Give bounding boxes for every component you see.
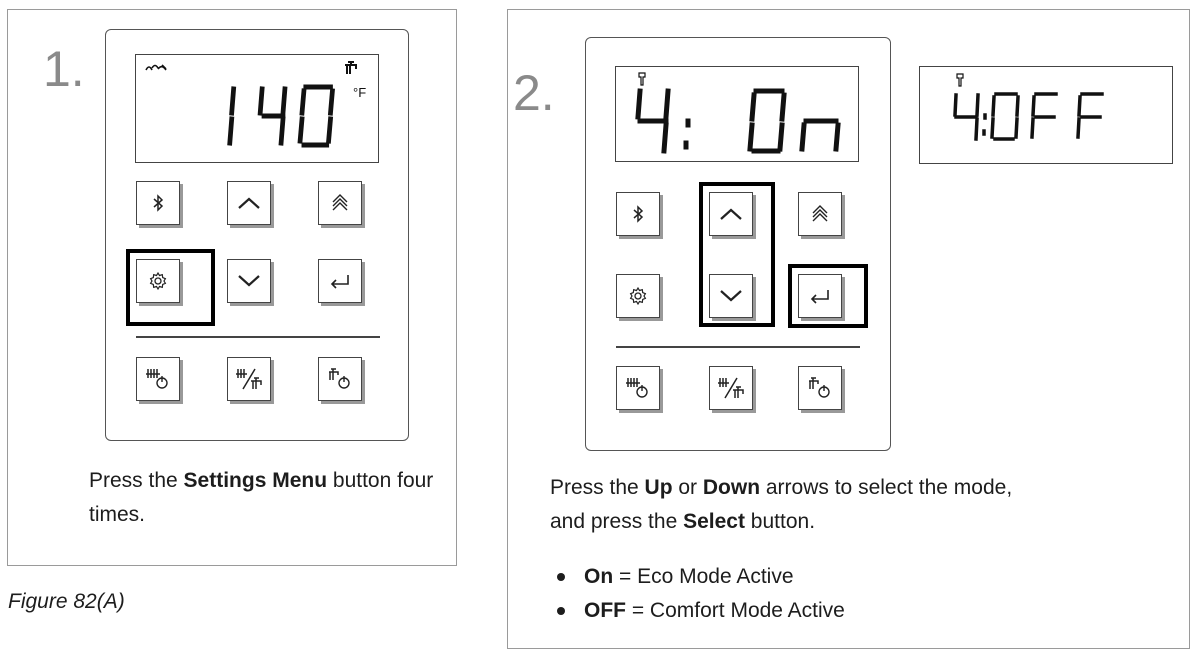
faucet-power-icon: [329, 368, 350, 389]
up-button[interactable]: [709, 192, 753, 236]
select-button[interactable]: [798, 274, 842, 318]
radiator-faucet-icon: [236, 368, 262, 390]
bluetooth-icon: [633, 205, 644, 223]
lcd-display-1: °F: [135, 54, 379, 163]
radiator-power-icon: [626, 378, 648, 398]
settings-button[interactable]: [616, 274, 660, 318]
step-2-number: 2.: [513, 65, 555, 121]
figure-caption: Figure 82(A): [8, 590, 125, 613]
select-highlight: [788, 264, 868, 328]
step-2-caption: Press the Up or Down arrows to select th…: [550, 471, 1170, 539]
lcd-display-on: [615, 66, 859, 162]
step-1-number: 1.: [43, 41, 85, 97]
gear-icon: [149, 271, 167, 291]
temperature-unit: °F: [353, 85, 367, 100]
up-down-highlight: [699, 182, 775, 327]
faucet-power-icon: [809, 377, 830, 398]
water-power-button[interactable]: [798, 366, 842, 410]
step-1-caption: Press the Settings Menu button four time…: [89, 469, 434, 526]
down-button[interactable]: [227, 259, 271, 303]
double-chevron-up-icon: [332, 194, 348, 211]
button-divider-2: [616, 346, 860, 348]
faucet-icon: [345, 61, 357, 74]
temperature-value: [226, 83, 342, 160]
double-chevron-up-icon: [812, 205, 828, 222]
enter-icon: [330, 275, 349, 289]
chevron-down-icon: [720, 290, 742, 302]
heating-water-button[interactable]: [709, 366, 753, 410]
chevron-up-icon: [238, 197, 260, 209]
settings-button[interactable]: [136, 259, 180, 303]
radiator-power-icon: [146, 369, 168, 389]
bluetooth-icon: [153, 194, 164, 212]
comfort-mode-off-digits: [953, 92, 1104, 141]
bluetooth-button[interactable]: [616, 192, 660, 236]
list-item: On = Eco Mode Active: [552, 560, 1152, 594]
lcd-display-off: [919, 66, 1173, 164]
gear-icon: [629, 286, 647, 306]
seven-segment-digits: [227, 84, 335, 148]
down-button[interactable]: [709, 274, 753, 318]
up-button[interactable]: [227, 181, 271, 225]
boost-button[interactable]: [798, 192, 842, 236]
settings-highlight: [126, 249, 215, 326]
heating-power-button[interactable]: [136, 357, 180, 401]
heating-water-button[interactable]: [227, 357, 271, 401]
settings-menu-label: Settings Menu: [183, 469, 328, 492]
wrench-icon: [638, 72, 646, 86]
select-button[interactable]: [318, 259, 362, 303]
enter-icon: [810, 290, 829, 304]
step-2-caption-line-1: Press the Up or Down arrows to select th…: [550, 476, 1013, 499]
heat-wave-icon: [145, 64, 167, 71]
button-divider-1: [136, 336, 380, 338]
step-2-caption-line-2: and press the Select button.: [550, 510, 816, 533]
water-power-button[interactable]: [318, 357, 362, 401]
wrench-icon: [956, 73, 964, 87]
heating-power-button[interactable]: [616, 366, 660, 410]
bluetooth-button[interactable]: [136, 181, 180, 225]
radiator-faucet-icon: [718, 377, 744, 399]
chevron-down-icon: [238, 275, 260, 287]
boost-button[interactable]: [318, 181, 362, 225]
chevron-up-icon: [720, 208, 742, 220]
eco-mode-on-digits: [635, 88, 841, 154]
mode-legend-list: On = Eco Mode Active OFF = Comfort Mode …: [552, 560, 1152, 628]
list-item: OFF = Comfort Mode Active: [552, 594, 1152, 628]
